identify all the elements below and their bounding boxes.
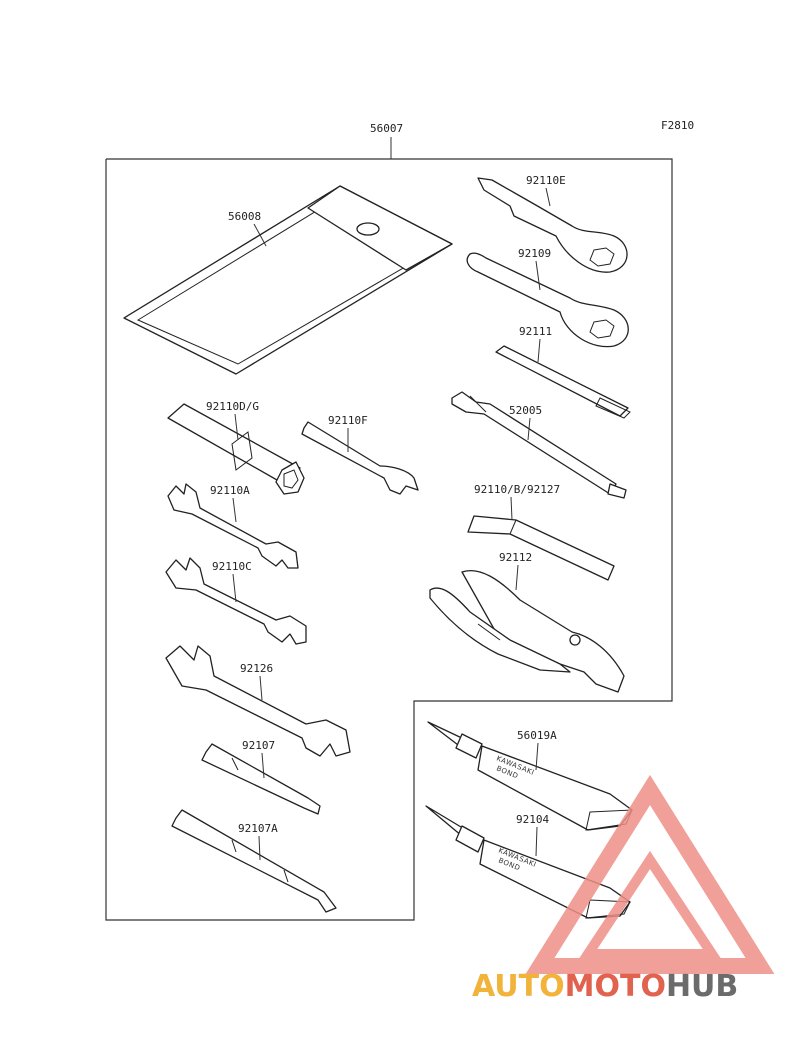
assembly-label: 56007 <box>370 122 403 135</box>
label-92107a: 92107A <box>238 822 278 835</box>
leader-52005 <box>527 417 531 441</box>
label-92110e: 92110E <box>526 174 566 187</box>
leader-56019a <box>535 742 539 771</box>
leader-92107 <box>261 752 265 779</box>
label-92111: 92111 <box>519 325 552 338</box>
driver-92107 <box>201 743 321 815</box>
label-92107: 92107 <box>242 739 275 752</box>
leader-92109 <box>535 260 541 291</box>
spoke-wrench-52005 <box>451 391 627 499</box>
watermark-part2: MOTO <box>565 969 666 1004</box>
leader-92111 <box>537 338 541 363</box>
hex-key-92110b-92127 <box>467 515 615 581</box>
label-92110f: 92110F <box>328 414 368 427</box>
ring-wrench-92110e <box>477 177 628 273</box>
label-92110c: 92110C <box>212 560 252 573</box>
label-56019a: 56019A <box>517 729 557 742</box>
bar-92111 <box>495 345 631 419</box>
label-92110a: 92110A <box>210 484 250 497</box>
wrench-92126 <box>165 645 351 757</box>
label-92112: 92112 <box>499 551 532 564</box>
leader-56008 <box>253 223 267 247</box>
watermark-logo <box>525 774 775 974</box>
driver-92107a <box>171 809 337 913</box>
leader-92107a <box>258 835 261 861</box>
label-52005: 52005 <box>509 404 542 417</box>
tool-case <box>123 185 453 375</box>
leader-92126 <box>259 675 263 701</box>
plug-wrench-92110dg <box>167 403 305 495</box>
wrench-92110a <box>167 483 299 569</box>
watermark-part3: HUB <box>666 969 738 1004</box>
label-92109: 92109 <box>518 247 551 260</box>
leader-92110b-92127 <box>510 496 513 521</box>
label-92110dg: 92110D/G <box>206 400 259 413</box>
label-56008: 56008 <box>228 210 261 223</box>
leader-92110a <box>232 497 237 523</box>
kit-frame <box>105 158 673 921</box>
label-92104: 92104 <box>516 813 549 826</box>
figure-code: F2810 <box>661 119 694 132</box>
watermark-inner-triangle-icon <box>578 850 722 959</box>
leader-92110c <box>232 573 237 603</box>
label-92110b-92127: 92110/B/92127 <box>474 483 560 496</box>
label-92126: 92126 <box>240 662 273 675</box>
leader-92110dg <box>234 413 239 441</box>
leader-92104 <box>535 826 538 857</box>
pliers-92112 <box>429 570 625 693</box>
ring-wrench-92109 <box>466 252 629 348</box>
watermark-triangle-icon <box>525 774 775 974</box>
leader-92112 <box>515 564 519 591</box>
leader-92110e <box>545 187 551 207</box>
watermark-text: AUTOMOTOHUB <box>472 969 738 1004</box>
bond-tube-92104: KAWASAKI BOND <box>425 805 631 919</box>
small-wrench-92110f <box>301 421 419 495</box>
watermark-part1: AUTO <box>472 969 565 1004</box>
